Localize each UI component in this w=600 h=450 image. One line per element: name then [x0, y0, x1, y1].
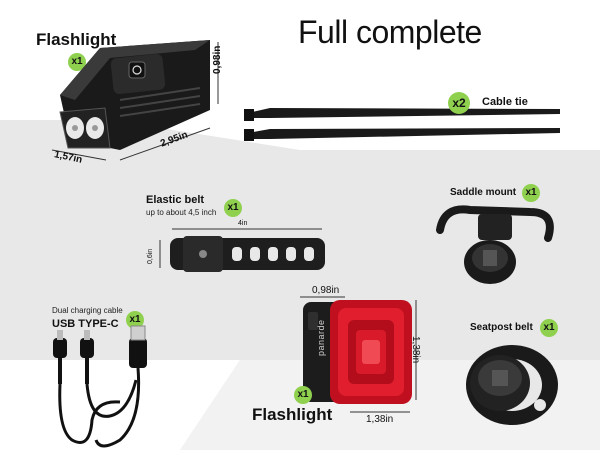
rear-light-width-dim: 1,38in: [366, 414, 394, 425]
usb-cable-qty-badge: x1: [126, 311, 144, 329]
rear-light-label: Flashlight: [252, 405, 333, 424]
flashlight-front-qty-badge: x1: [68, 53, 86, 71]
page-title: Full complete: [298, 14, 482, 50]
seatpost-belt-label: Seatpost belt: [470, 322, 533, 333]
elastic-belt-sublabel: up to about 4,5 inch: [146, 208, 217, 217]
usb-cable-label: USB TYPE-C: [52, 318, 119, 330]
rear-light-qty-badge: x1: [294, 386, 312, 404]
cable-tie-qty-badge: x2: [448, 92, 470, 114]
saddle-mount-qty-badge: x1: [522, 184, 540, 202]
rear-light-depth-dim: 0,98in: [312, 285, 340, 296]
usb-cable-small-label: Dual charging cable: [52, 306, 123, 315]
elastic-belt-qty-badge: x1: [224, 199, 242, 217]
seatpost-belt-qty-badge: x1: [540, 319, 558, 337]
elastic-belt-length-dim: 4in: [238, 220, 248, 227]
cable-tie-label: Cable tie: [482, 96, 528, 108]
elastic-belt-label: Elastic belt: [146, 194, 205, 206]
saddle-mount-label: Saddle mount: [450, 187, 517, 198]
flashlight-front-label: Flashlight: [36, 30, 117, 49]
